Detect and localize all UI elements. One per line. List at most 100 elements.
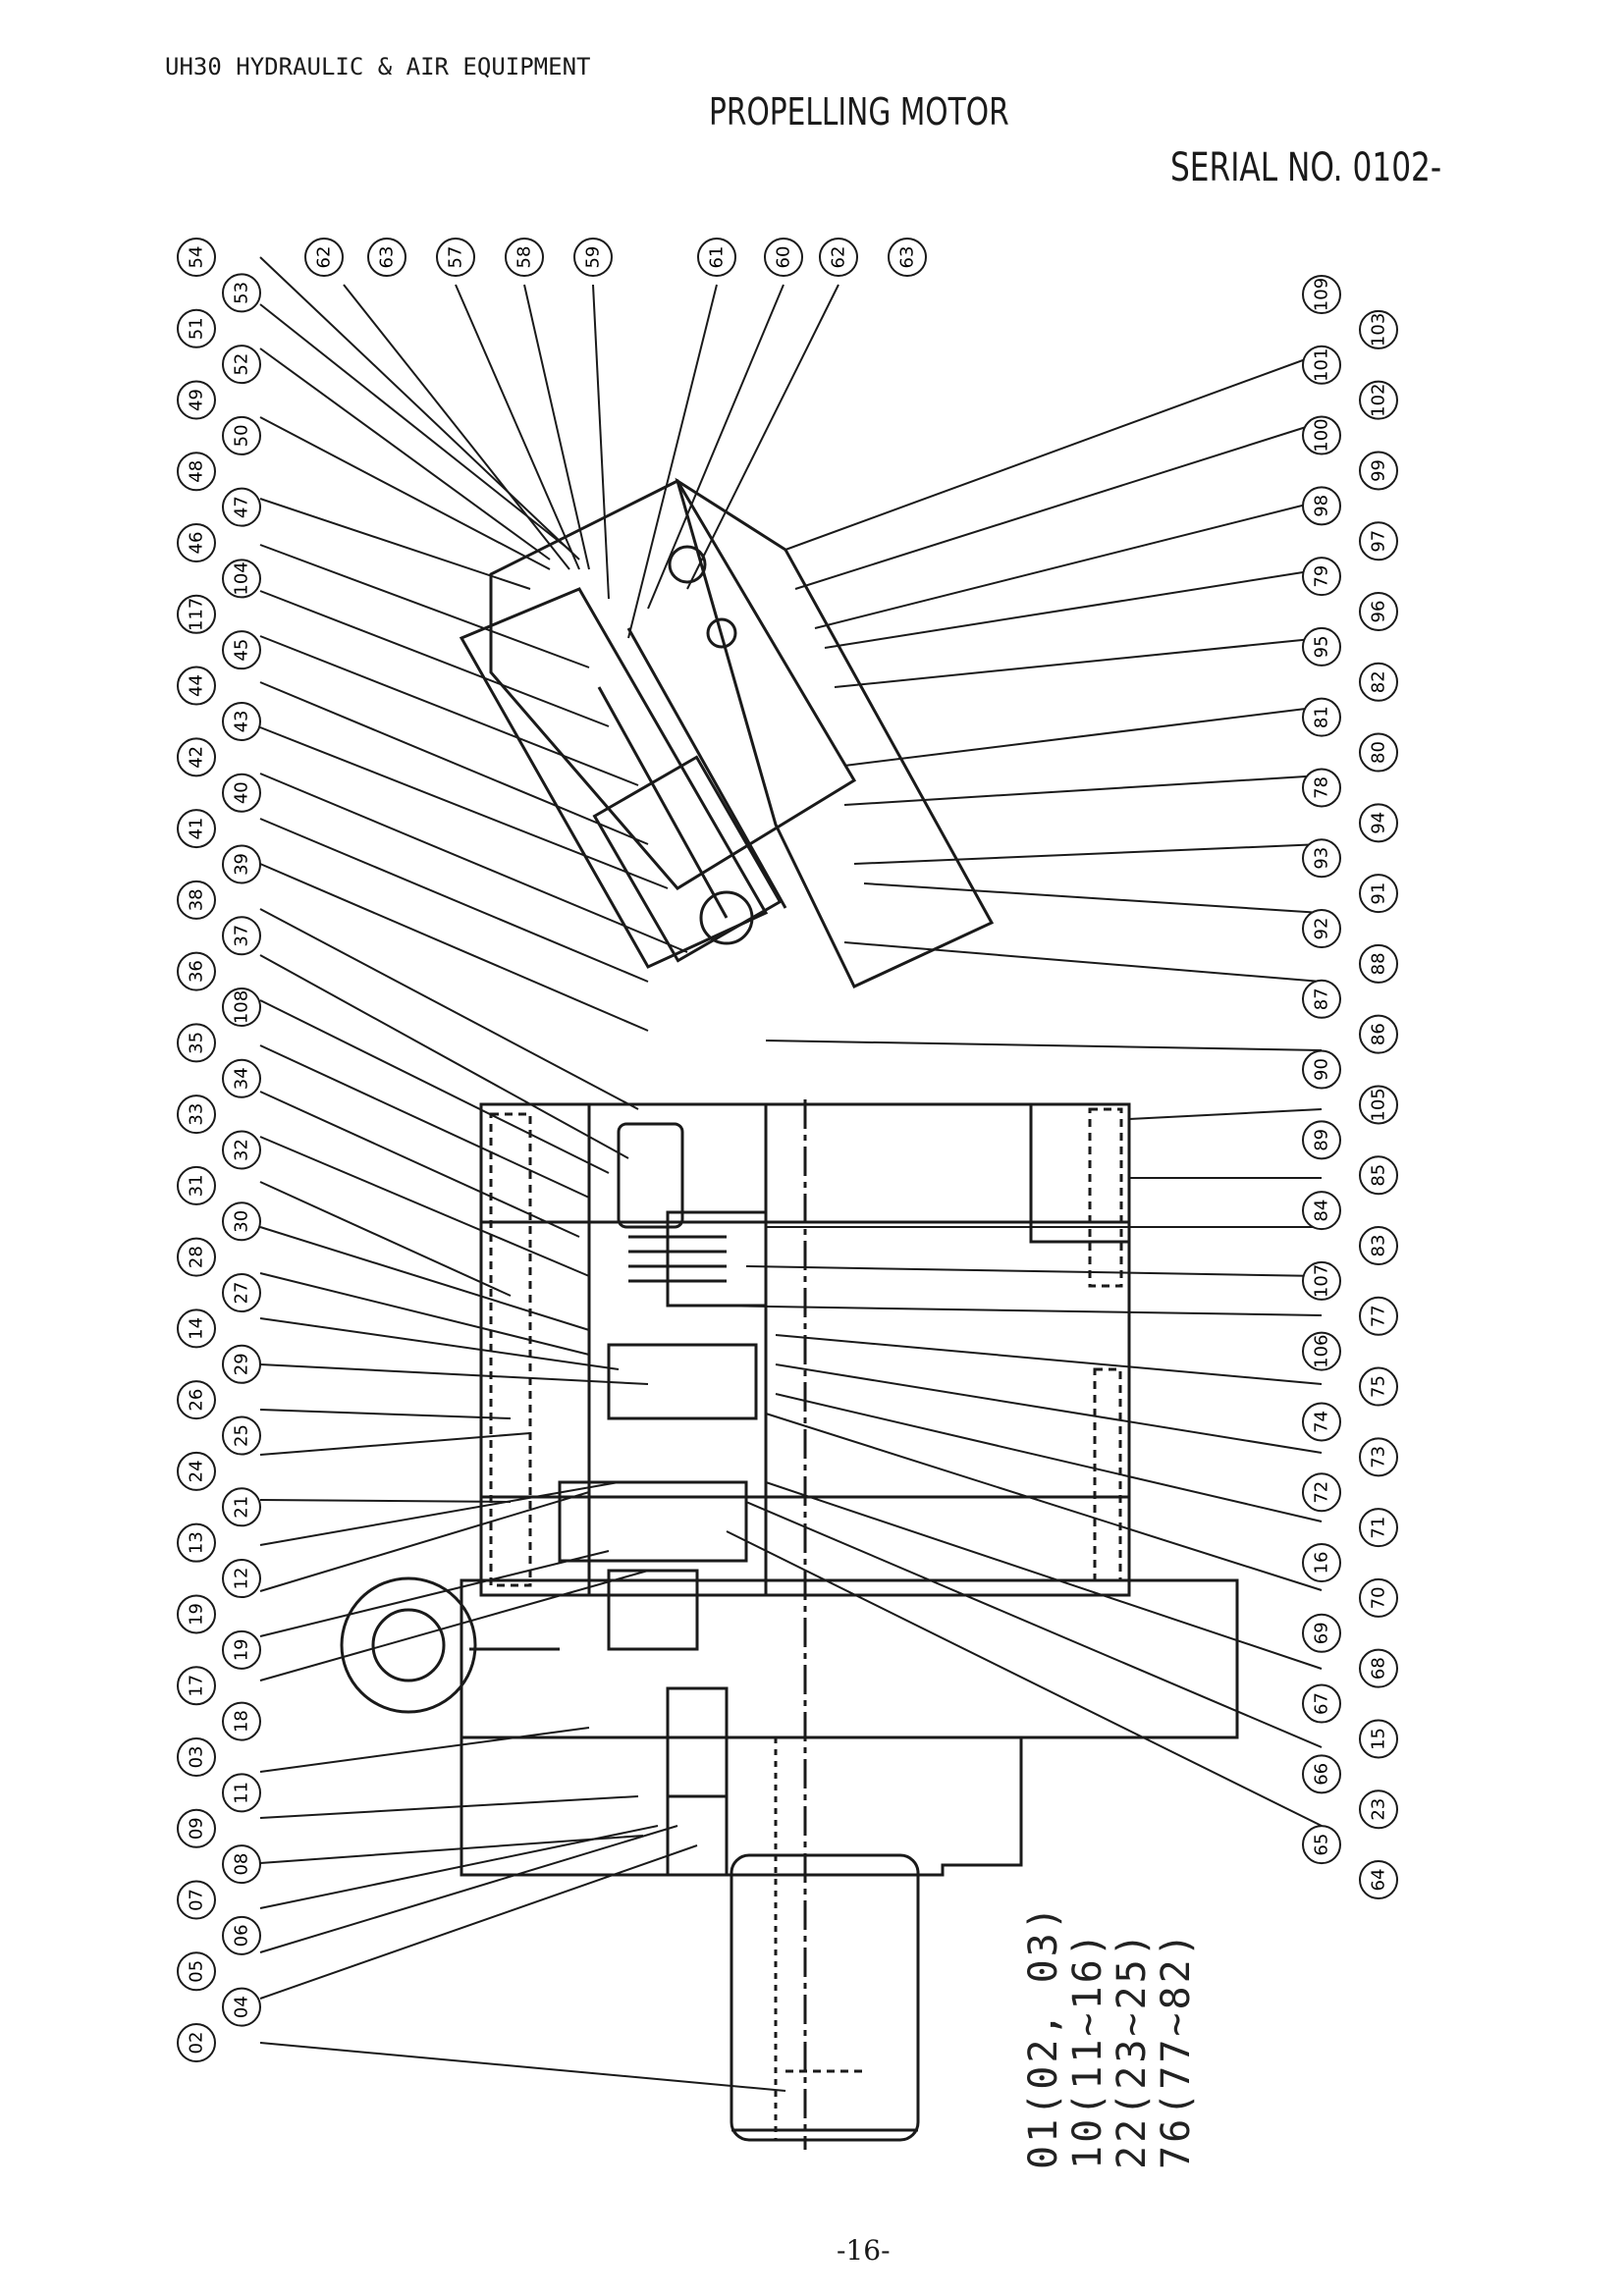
callout-97: 97 (1359, 521, 1398, 561)
callout-23: 23 (1359, 1789, 1398, 1830)
svg-text:21: 21 (232, 1496, 252, 1519)
svg-text:102: 102 (1369, 383, 1389, 416)
callout-43: 43 (222, 701, 261, 741)
callout-49: 49 (177, 380, 216, 420)
callout-98: 98 (1302, 486, 1341, 526)
svg-text:84: 84 (1312, 1200, 1332, 1222)
callout-07: 07 (177, 1880, 216, 1920)
svg-text:40: 40 (232, 781, 252, 804)
callout-28: 28 (177, 1237, 216, 1277)
svg-text:87: 87 (1312, 988, 1332, 1010)
svg-text:58: 58 (514, 246, 535, 269)
svg-text:36: 36 (187, 960, 207, 983)
svg-text:45: 45 (232, 639, 252, 662)
svg-text:49: 49 (187, 389, 207, 411)
svg-text:81: 81 (1312, 706, 1332, 728)
svg-text:09: 09 (187, 1817, 207, 1840)
callout-16: 16 (1302, 1543, 1341, 1582)
callout-19: 19 (177, 1594, 216, 1634)
svg-text:94: 94 (1369, 812, 1389, 834)
svg-text:43: 43 (232, 710, 252, 732)
svg-text:52: 52 (232, 353, 252, 376)
callout-32: 32 (222, 1130, 261, 1170)
svg-text:38: 38 (187, 888, 207, 911)
callout-27: 27 (222, 1273, 261, 1313)
callout-85: 85 (1359, 1155, 1398, 1196)
callout-65: 65 (1302, 1825, 1341, 1865)
svg-text:59: 59 (583, 246, 604, 269)
assembly-note: 10(11~16) (1065, 1930, 1110, 2169)
svg-text:65: 65 (1312, 1834, 1332, 1856)
svg-text:69: 69 (1312, 1622, 1332, 1644)
svg-text:103: 103 (1369, 313, 1389, 347)
callout-74: 74 (1302, 1402, 1341, 1442)
callout-14: 14 (177, 1308, 216, 1349)
callout-34: 34 (222, 1058, 261, 1098)
callout-102: 102 (1359, 380, 1398, 420)
svg-text:03: 03 (187, 1746, 207, 1769)
svg-text:63: 63 (377, 246, 398, 269)
callout-106: 106 (1302, 1331, 1341, 1371)
callout-92: 92 (1302, 909, 1341, 948)
svg-text:99: 99 (1369, 459, 1389, 482)
callout-84: 84 (1302, 1191, 1341, 1231)
callout-81: 81 (1302, 697, 1341, 737)
svg-text:91: 91 (1369, 882, 1389, 905)
callout-90: 90 (1302, 1049, 1341, 1090)
svg-text:105: 105 (1369, 1088, 1389, 1121)
svg-text:12: 12 (232, 1568, 252, 1590)
svg-text:109: 109 (1312, 278, 1332, 311)
callout-48: 48 (177, 452, 216, 492)
callout-33: 33 (177, 1095, 216, 1135)
svg-text:25: 25 (232, 1424, 252, 1447)
callout-94: 94 (1359, 803, 1398, 843)
callout-66: 66 (1302, 1754, 1341, 1794)
callout-87: 87 (1302, 979, 1341, 1019)
svg-text:17: 17 (187, 1675, 207, 1697)
svg-text:04: 04 (232, 1996, 252, 2018)
svg-text:106: 106 (1312, 1334, 1332, 1367)
callout-21: 21 (222, 1487, 261, 1527)
callout-11: 11 (222, 1773, 261, 1813)
svg-text:90: 90 (1312, 1058, 1332, 1081)
svg-text:41: 41 (187, 818, 207, 840)
callout-37: 37 (222, 916, 261, 956)
svg-text:34: 34 (232, 1067, 252, 1090)
svg-text:15: 15 (1369, 1728, 1389, 1750)
assembly-note: 01(02, 03) (1021, 1903, 1066, 2169)
callout-83: 83 (1359, 1226, 1398, 1265)
svg-text:93: 93 (1312, 847, 1332, 870)
callout-80: 80 (1359, 732, 1398, 773)
callout-59: 59 (573, 238, 613, 277)
callout-44: 44 (177, 666, 216, 706)
svg-text:08: 08 (232, 1853, 252, 1876)
svg-text:67: 67 (1312, 1692, 1332, 1715)
callout-77: 77 (1359, 1296, 1398, 1336)
svg-text:33: 33 (187, 1103, 207, 1126)
callout-71: 71 (1359, 1508, 1398, 1548)
svg-text:101: 101 (1312, 348, 1332, 382)
callout-13: 13 (177, 1522, 216, 1563)
callout-06: 06 (222, 1915, 261, 1955)
svg-text:44: 44 (187, 674, 207, 697)
svg-text:24: 24 (187, 1460, 207, 1482)
callout-47: 47 (222, 487, 261, 527)
callout-100: 100 (1302, 415, 1341, 455)
callout-38: 38 (177, 880, 216, 920)
callout-104: 104 (222, 559, 261, 599)
svg-text:68: 68 (1369, 1657, 1389, 1680)
callout-107: 107 (1302, 1260, 1341, 1301)
svg-text:78: 78 (1312, 776, 1332, 799)
svg-text:19: 19 (187, 1603, 207, 1626)
svg-text:95: 95 (1312, 635, 1332, 658)
callout-75: 75 (1359, 1366, 1398, 1407)
page-title: PROPELLING MOTOR (709, 90, 1009, 133)
callout-105: 105 (1359, 1085, 1398, 1125)
svg-text:51: 51 (187, 317, 207, 340)
callout-70: 70 (1359, 1577, 1398, 1618)
callout-30: 30 (222, 1201, 261, 1242)
svg-text:108: 108 (232, 990, 252, 1024)
svg-text:57: 57 (446, 246, 466, 269)
svg-text:66: 66 (1312, 1763, 1332, 1786)
